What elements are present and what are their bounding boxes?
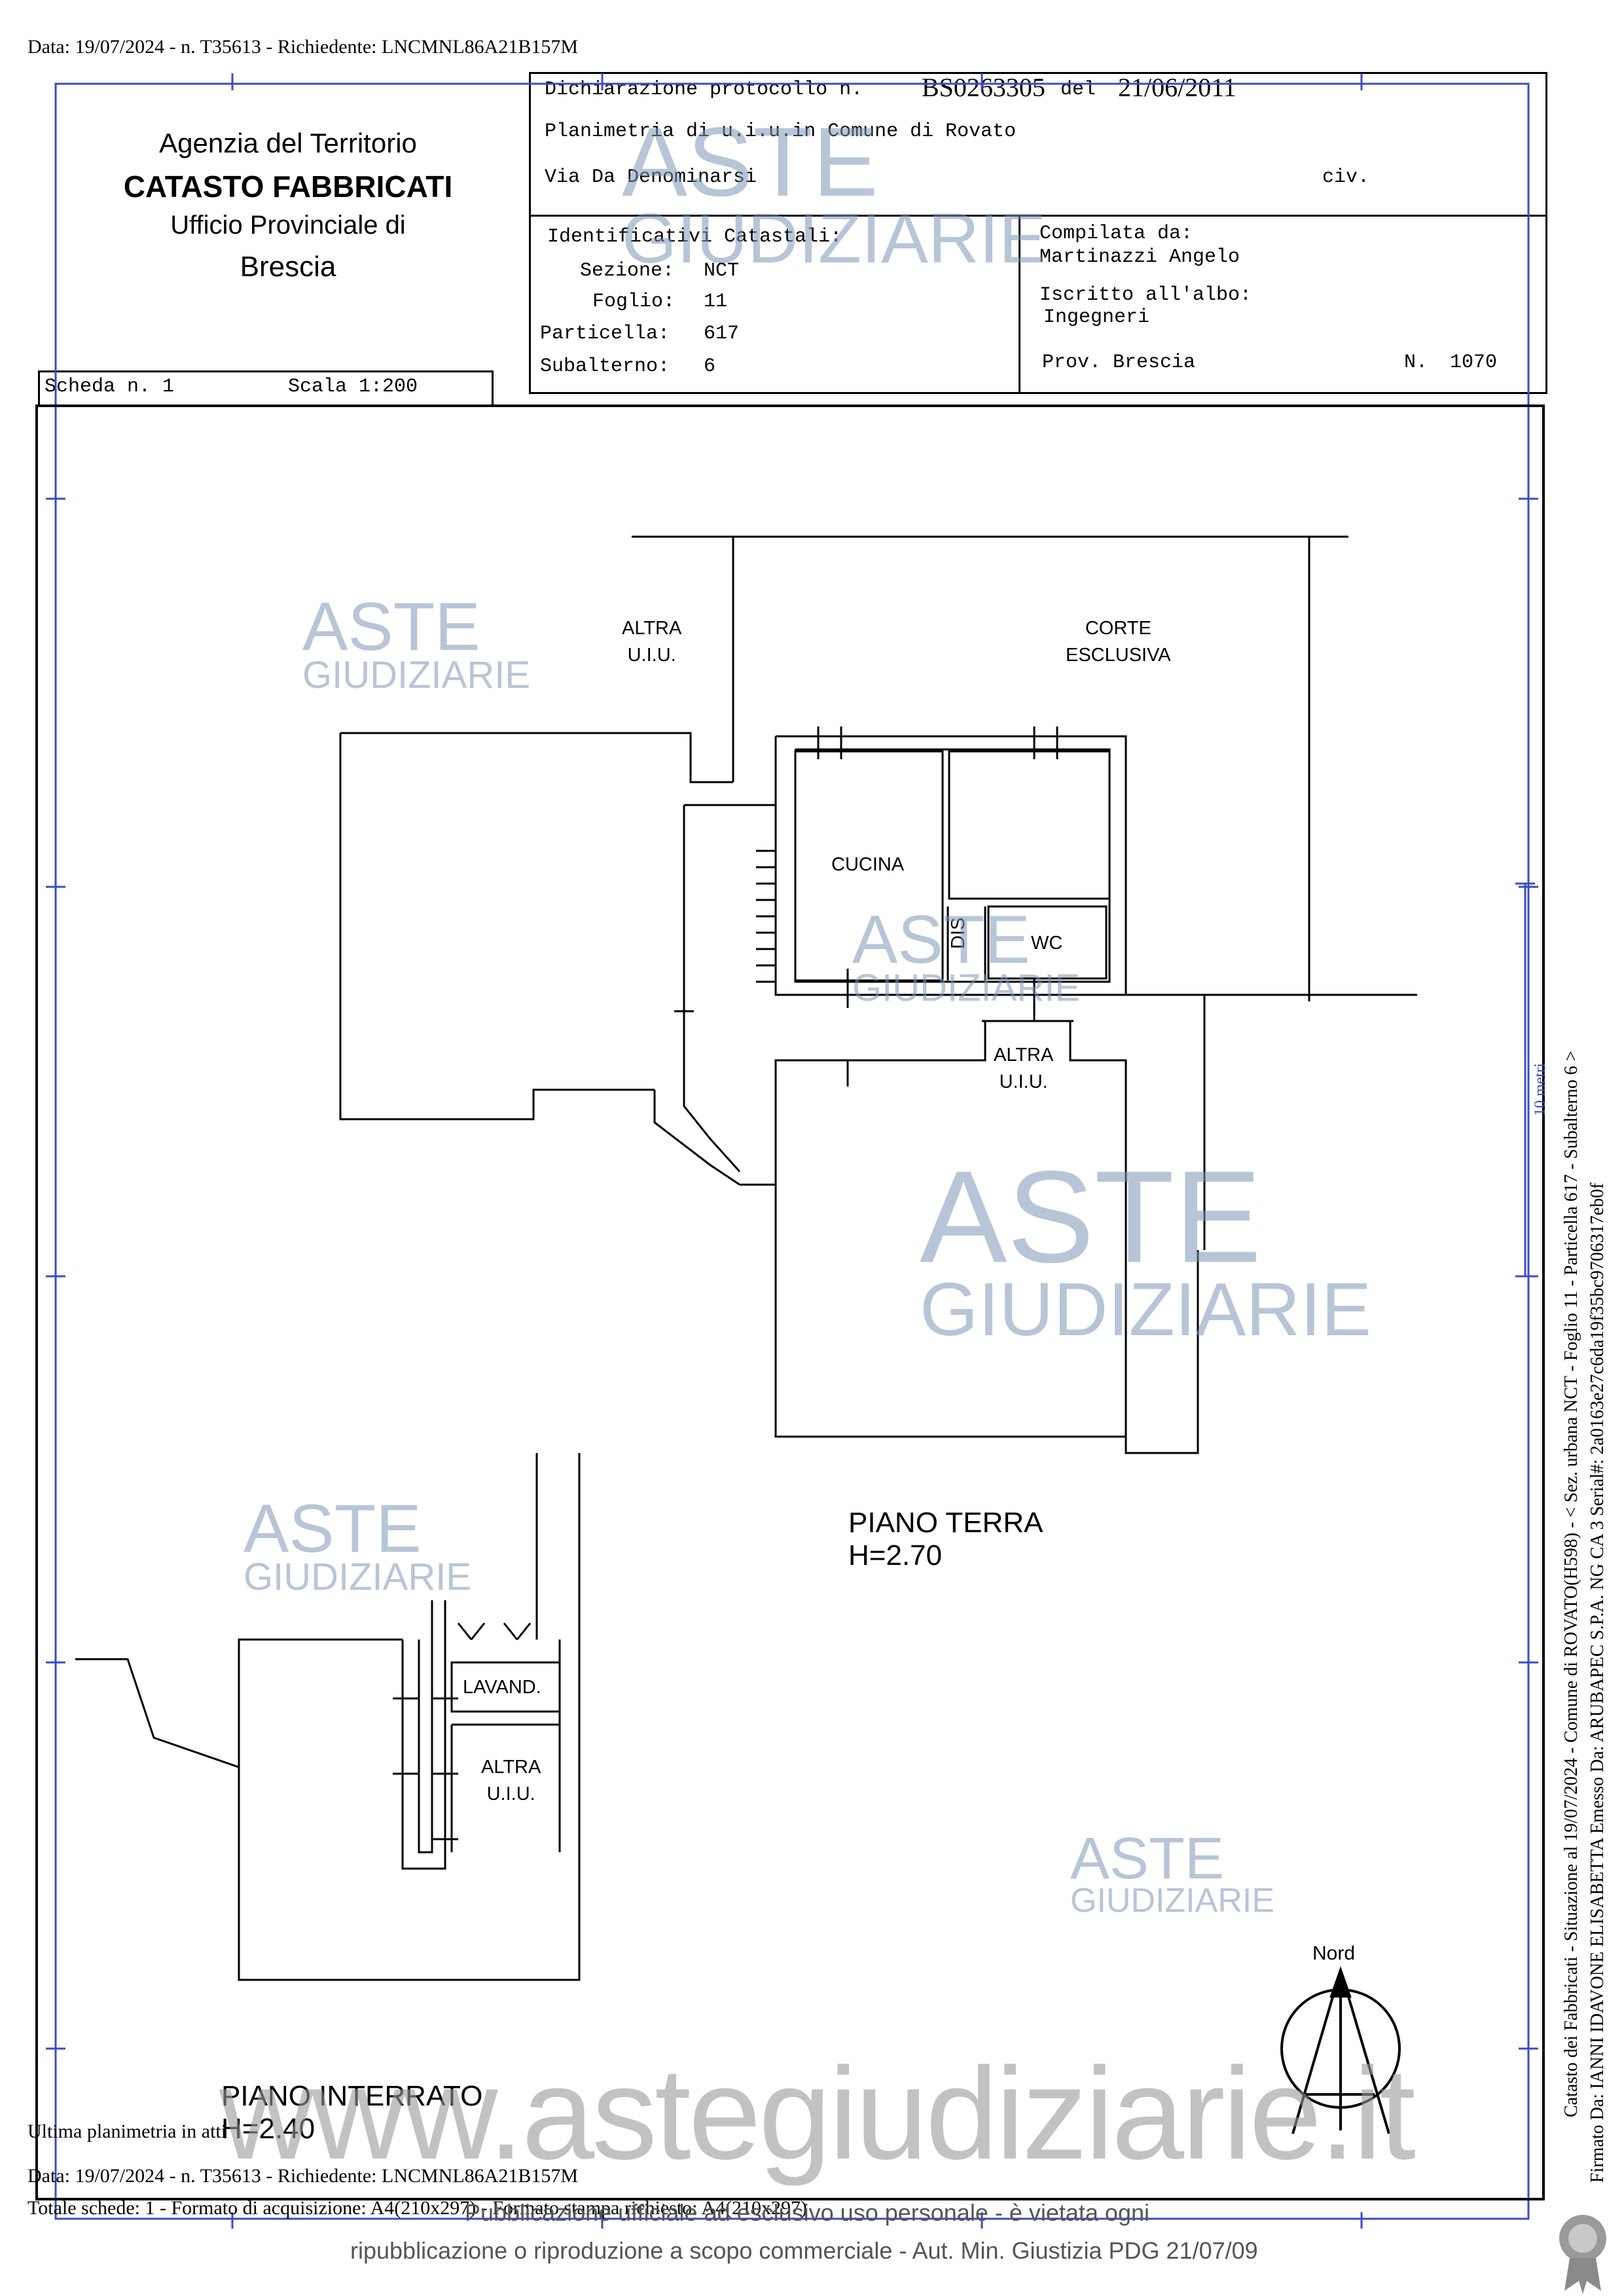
ground-floor-title: PIANO TERRA (848, 1507, 1043, 1539)
compiled-label: Compilata da: (1039, 223, 1193, 245)
protocol-date: 21/06/2011 (1118, 73, 1236, 102)
footer-data-line: Data: 19/07/2024 - n. T35613 - Richieden… (27, 2165, 579, 2187)
frame-ticks (46, 73, 1538, 2229)
footer-publication-line-1: Pubblicazione ufficiale ad esclusivo uso… (465, 2199, 1149, 2226)
register-number: 1070 (1450, 351, 1498, 374)
address: Via Da Denominarsi (545, 166, 757, 188)
header-request-line: Data: 19/07/2024 - n. T35613 - Richieden… (27, 36, 579, 58)
catasto-title: CATASTO FABBRICATI (123, 170, 453, 204)
foglio-label: Foglio: (592, 291, 676, 313)
subalterno-value: 6 (704, 355, 716, 378)
scale-bar (1515, 882, 1535, 1278)
side-catasto-text: Catasto dei Fabbricati - Situazione al 1… (1561, 1050, 1581, 2117)
watermark-logo-1: ASTE GIUDIZIARIE (622, 107, 1047, 278)
footer-totale-line: Totale schede: 1 - Formato di acquisizio… (27, 2197, 807, 2219)
protocol-number: BS0263305 (922, 73, 1045, 102)
watermark-url: www.astegiudiziarie.it (219, 2041, 1416, 2187)
footer-last-plan: Ultima planimetria in atti (27, 2121, 227, 2142)
office-city: Brescia (240, 251, 336, 283)
date-label: del (1060, 79, 1096, 101)
foglio-value: 11 (704, 291, 728, 313)
province: Prov. Brescia (1042, 351, 1196, 374)
protocol-label: Dichiarazione protocollo n. (545, 79, 863, 101)
planimetry-line: Planimetria di u.i.u.in Comune di Rovato (545, 120, 1017, 143)
scale-bar-label: 10 metri (1532, 1063, 1549, 1116)
register-number-label: N. (1404, 351, 1428, 374)
declaration-box (529, 72, 1547, 219)
albo-label: Iscritto all'albo: (1039, 284, 1252, 306)
agency-name: Agenzia del Territorio (159, 128, 417, 158)
basement-height: H=2.40 (221, 2113, 316, 2145)
watermark-logo-5: ASTE GIUDIZIARIE (244, 1491, 472, 1598)
subalterno-label: Subalterno: (540, 355, 670, 378)
ground-floor-height: H=2.70 (848, 1539, 943, 1571)
watermark-logo-3: ASTE GIUDIZIARIE (852, 902, 1081, 1009)
identifiers-heading: Identificativi Catastali: (547, 226, 842, 248)
watermark-logo-4: ASTE GIUDIZIARIE (920, 1144, 1372, 1352)
albo-value: Ingegneri (1043, 306, 1150, 329)
room-label-wc: WC (1031, 933, 1063, 954)
office-label: Ufficio Provinciale di (170, 211, 406, 240)
outer-frame (54, 82, 1530, 2220)
room-label-lavand: LAVAND. (463, 1677, 541, 1698)
watermark-logo-6: ASTE GIUDIZIARIE (1070, 1826, 1275, 1920)
compiler-name: Martinazzi Angelo (1039, 246, 1240, 268)
ground-floor-walls (339, 535, 1417, 1454)
scale-label: Scala 1:200 (288, 376, 418, 398)
particella-value: 617 (704, 323, 740, 345)
north-label: Nord (1312, 1943, 1356, 1964)
particella-label: Particella: (540, 323, 670, 345)
north-compass (1280, 1965, 1401, 2134)
drawing-frame (35, 404, 1545, 2200)
room-label-cucina: CUCINA (831, 854, 905, 875)
basement-title: PIANO INTERRATO (221, 2080, 483, 2112)
compiled-box (1019, 215, 1547, 394)
sezione-value: NCT (704, 260, 740, 282)
basement-walls (75, 1453, 581, 1981)
civ-label: civ. (1322, 166, 1370, 188)
side-signature-text: Firmato Da: IANNI IDAVONE ELISABETTA Eme… (1587, 1183, 1608, 2183)
scheda-label: Scheda n. 1 (45, 376, 175, 398)
scheda-box (38, 370, 494, 407)
watermark-logo-2: ASTE GIUDIZIARIE (302, 589, 531, 696)
sezione-label: Sezione: (580, 260, 675, 282)
footer-publication-line-2: ripubblicazione o riproduzione a scopo c… (350, 2237, 1258, 2264)
